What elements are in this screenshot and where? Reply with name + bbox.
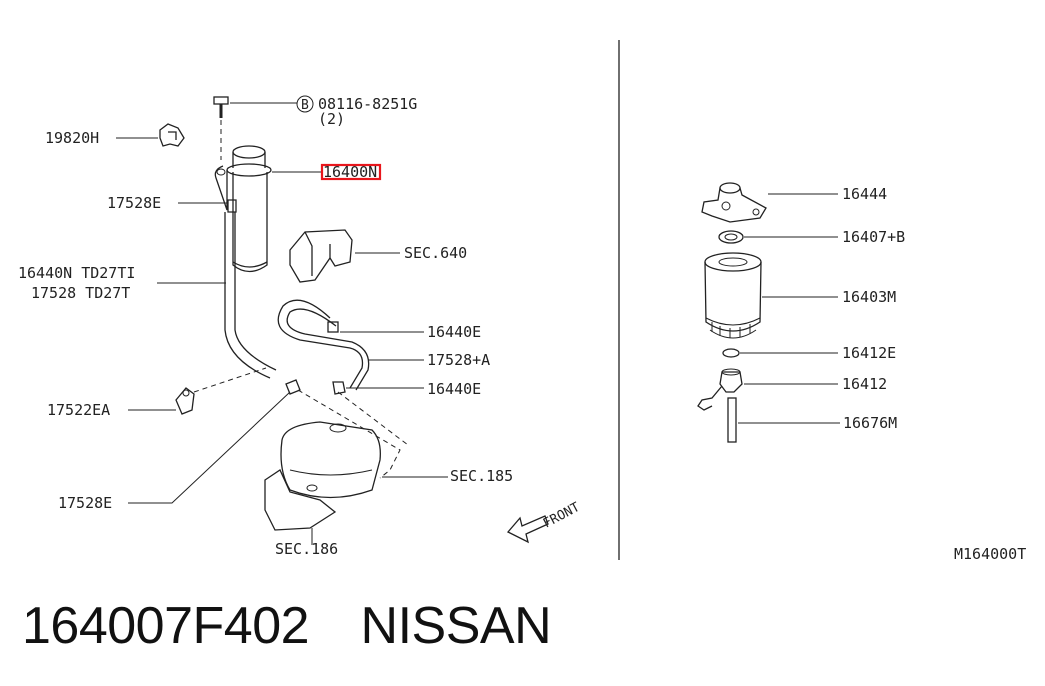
tray-sec186-icon — [264, 469, 337, 531]
label-clip: 19820H — [45, 129, 99, 147]
label-drain-tube: 16676M — [843, 414, 897, 432]
part-number: 164007F402 — [22, 597, 310, 655]
long-hose-icon — [224, 212, 277, 379]
seal-ring-icon — [718, 230, 744, 244]
label-sec185: SEC.185 — [450, 467, 513, 485]
o-ring-icon — [722, 348, 740, 358]
label-sec640: SEC.640 — [404, 244, 467, 262]
bolt-icon — [213, 96, 229, 160]
drain-tube-icon — [727, 397, 737, 443]
label-filter-head: 16444 — [842, 185, 887, 203]
clamp-b-icon — [332, 381, 346, 395]
label-hose-a: 17528+A — [427, 351, 490, 369]
clamp-a-icon — [327, 321, 339, 333]
label-sec186: SEC.186 — [275, 540, 338, 558]
front-arrow-icon — [506, 515, 549, 544]
clip-icon — [159, 123, 185, 147]
filter-head-icon — [701, 182, 767, 223]
lower-clip-icon — [175, 387, 195, 415]
reservoir-tank-icon — [214, 145, 272, 273]
label-hose-top: 17528E — [107, 194, 161, 212]
label-filter: 16403M — [842, 288, 896, 306]
fuel-filter-icon — [704, 252, 762, 339]
label-clamp-a: 16440E — [427, 323, 481, 341]
brand: NISSAN — [360, 597, 552, 655]
label-hose-model-2: 17528 TD27T — [31, 284, 130, 302]
hose-loop-icon — [277, 299, 370, 391]
bolt-mark: B — [301, 98, 309, 113]
diagram-code: M164000T — [954, 545, 1026, 563]
label-seal-ring: 16407+B — [842, 228, 905, 246]
label-bolt: 08116-8251G — [318, 95, 417, 113]
bolt-mark-circle — [296, 95, 314, 113]
label-bolt-qty: (2) — [318, 110, 345, 128]
lower-hose-clamp-icon — [285, 379, 301, 395]
hose-top-clamp-icon — [227, 199, 237, 213]
highlight-box — [320, 163, 382, 181]
caption: 164007F402 NISSAN — [22, 596, 552, 656]
fuel-tank-sec185-icon — [280, 421, 381, 499]
label-clamp-b: 16440E — [427, 380, 481, 398]
label-tank: 16400N — [323, 163, 377, 181]
label-front: FRONT — [541, 500, 583, 532]
label-hose-model-1: 16440N TD27TI — [18, 264, 135, 282]
label-sensor: 16412 — [842, 375, 887, 393]
label-o-ring: 16412E — [842, 344, 896, 362]
sensor-icon — [697, 368, 743, 411]
label-clip-lower: 17522EA — [47, 401, 110, 419]
label-hose-lower: 17528E — [58, 494, 112, 512]
bracket-sec640-icon — [289, 229, 353, 283]
